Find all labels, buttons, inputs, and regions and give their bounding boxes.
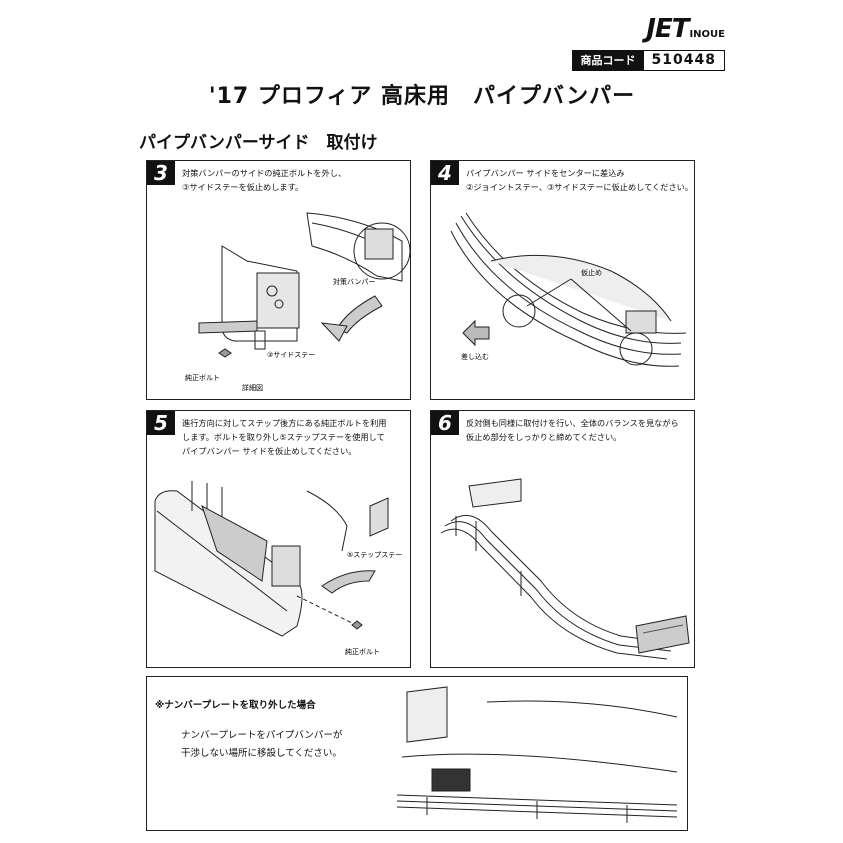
step-5-panel: ⑤ステップステー 純正ボルト 5 進行方向に対してステップ後方にある純正ボルトを… <box>146 410 411 668</box>
step-4-label-temp: 仮止め <box>581 268 602 277</box>
step-3-label-stay: ③サイドステー <box>267 351 315 359</box>
step-3-label-detail: 詳細図 <box>242 383 263 392</box>
section-heading: パイプバンパーサイド 取付け <box>139 133 378 153</box>
step-5-label-stay: ⑤ステップステー <box>347 551 402 559</box>
step-5-label-bolt: 純正ボルト <box>345 647 380 656</box>
step-3-panel: 対策バンパー ③サイドステー 純正ボルト 詳細図 3 対策バンパーのサイドの純正… <box>146 160 411 400</box>
step-5-text: 進行方向に対してステップ後方にある純正ボルトを利用 します。ボルトを取り外し⑤ス… <box>182 418 387 456</box>
step-3-text: 対策バンパーのサイドの純正ボルトを外し、 ③サイドステーを仮止めします。 <box>182 168 347 192</box>
logo-sub: INOUE <box>689 29 725 40</box>
instruction-page: JETINOUE 商品コード 510448 '17 プロフィア 高床用 パイプバ… <box>107 0 737 843</box>
note-body: ナンバープレートをパイプバンパーが 干渉しない場所に移設してください。 <box>181 730 343 759</box>
step-6-number: 6 <box>431 411 459 435</box>
step-4-number: 4 <box>431 161 459 185</box>
note-heading: ※ナンバープレートを取り外した場合 <box>155 700 316 711</box>
step-3-illustration: 対策バンパー ③サイドステー 純正ボルト 詳細図 <box>185 212 410 392</box>
step-4-label-insert: 差し込む <box>461 352 489 361</box>
step-5-illustration: ⑤ステップステー 純正ボルト <box>154 481 402 656</box>
step-6-text: 反対側も同様に取付けを行い、全体のバランスを見ながら 仮止め部分をしっかりと締め… <box>466 418 679 442</box>
product-code-value: 510448 <box>651 52 716 68</box>
step-4-text: パイプバンパー サイドをセンターに差込み ②ジョイントステー、③サイドステーに仮… <box>466 168 693 192</box>
logo-main: JET <box>646 14 689 44</box>
product-code-box: 商品コード 510448 <box>571 50 725 71</box>
page-title: '17 プロフィア 高床用 パイプバンパー <box>208 84 636 109</box>
step-3-number: 3 <box>147 161 175 185</box>
step-4-panel: 仮止め 差し込む 4 パイプバンパー サイドをセンターに差込み ②ジョイントステ… <box>430 160 695 400</box>
note-panel: ※ナンバープレートを取り外した場合 ナンバープレートをパイプバンパーが 干渉しな… <box>146 676 688 831</box>
step-3-label-bumper: 対策バンパー <box>333 277 375 286</box>
product-code-label: 商品コード <box>572 51 644 70</box>
step-5-number: 5 <box>147 411 175 435</box>
step-3-label-bolt: 純正ボルト <box>185 373 220 382</box>
brand-logo: JETINOUE <box>646 14 725 44</box>
step-4-illustration: 仮止め 差し込む <box>450 212 687 367</box>
note-illustration <box>396 686 678 823</box>
step-6-illustration <box>440 478 690 660</box>
step-6-panel: 6 反対側も同様に取付けを行い、全体のバランスを見ながら 仮止め部分をしっかりと… <box>430 410 695 668</box>
